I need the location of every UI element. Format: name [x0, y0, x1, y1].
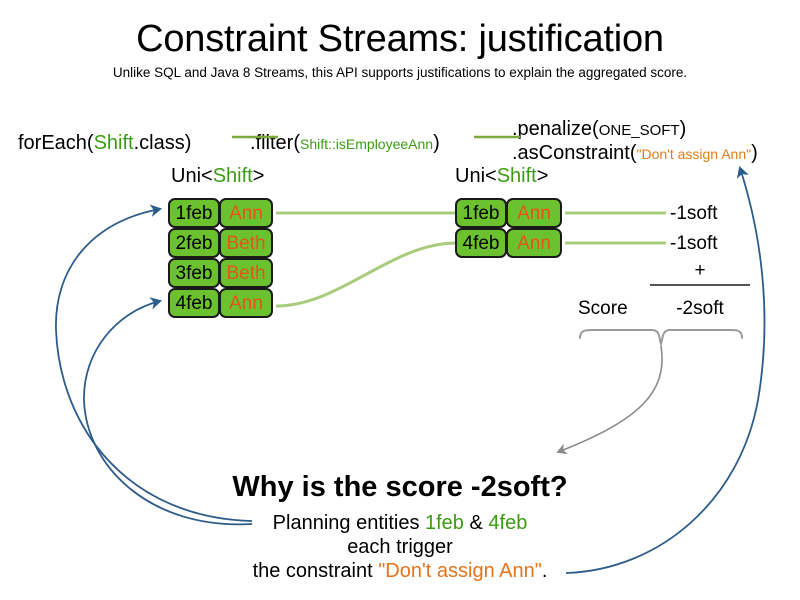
score-label: Score	[578, 298, 628, 319]
tuple-row: 2feb Beth	[168, 228, 273, 258]
uni-left-type: Shift	[212, 165, 253, 187]
code-penalize-arg: ONE_SOFT	[598, 122, 680, 139]
code-as-constraint-arg: "Don't assign Ann"	[636, 146, 752, 162]
tuple-column-right: 1feb Ann 4feb Ann	[455, 198, 562, 258]
code-filter-suffix: )	[433, 132, 440, 154]
score-brace	[579, 329, 743, 348]
code-filter-lambda: Shift::isEmployeeAnn	[300, 136, 434, 152]
page-title: Constraint Streams: justification	[136, 18, 664, 60]
explanation-line3-prefix: the constraint	[252, 560, 379, 582]
uni-left-suffix: >	[252, 165, 265, 187]
tuple-cell-date: 1feb	[455, 198, 507, 228]
code-as-constraint-prefix: .asConstraint(	[512, 142, 637, 164]
explanation-entity-b: 4feb	[488, 512, 528, 534]
tuple-cell-name: Beth	[219, 258, 273, 288]
score-operator: +	[694, 260, 706, 281]
tuple-cell-date: 1feb	[168, 198, 220, 228]
code-as-constraint-suffix: )	[751, 142, 758, 164]
code-foreach-type: Shift	[93, 132, 134, 154]
uni-label-left: Uni<Shift>	[171, 164, 264, 188]
explanation-heading: Why is the score -2soft?	[232, 471, 568, 503]
connector-4feb	[275, 241, 456, 308]
score-total: -2soft	[676, 298, 724, 319]
tuple-cell-name: Ann	[219, 288, 273, 318]
code-foreach-prefix: forEach(	[18, 132, 94, 154]
tuple-column-left: 1feb Ann 2feb Beth 3feb Beth 4feb Ann	[168, 198, 273, 318]
tuple-cell-name: Ann	[506, 198, 562, 228]
tuple-cell-name: Ann	[506, 228, 562, 258]
tuple-cell-name: Beth	[219, 228, 273, 258]
tuple-cell-date: 4feb	[455, 228, 507, 258]
page-subtitle: Unlike SQL and Java 8 Streams, this API …	[112, 65, 688, 80]
code-filter-prefix: .filter(	[250, 132, 300, 154]
explanation-constraint-name: "Don't assign Ann"	[378, 560, 542, 582]
tuple-cell-date: 4feb	[168, 288, 220, 318]
explanation-line1-prefix: Planning entities	[272, 512, 425, 534]
tuple-cell-name: Ann	[219, 198, 273, 228]
tuple-cell-date: 3feb	[168, 258, 220, 288]
tuple-row: 1feb Ann	[168, 198, 273, 228]
explanation-line-1: Planning entities 1feb & 4feb	[150, 511, 650, 535]
code-as-constraint: .asConstraint("Don't assign Ann")	[512, 141, 758, 166]
tuple-row: 1feb Ann	[455, 198, 562, 228]
explanation-line3-suffix: .	[541, 560, 548, 582]
explanation-line-2: each trigger	[347, 536, 453, 558]
tuple-row: 3feb Beth	[168, 258, 273, 288]
uni-right-prefix: Uni<	[455, 165, 497, 187]
explanation-line-3: the constraint "Don't assign Ann".	[150, 559, 650, 583]
code-foreach: forEach(Shift.class)	[18, 131, 191, 155]
code-penalize-prefix: .penalize(	[512, 118, 599, 140]
tuple-row: 4feb Ann	[168, 288, 273, 318]
code-penalize: .penalize(ONE_SOFT)	[512, 117, 686, 143]
brace-to-question-arrow	[556, 345, 663, 455]
score-impact-1: -1soft	[670, 203, 718, 224]
uni-left-prefix: Uni<	[171, 165, 213, 187]
score-sum-rule	[650, 284, 750, 286]
code-penalize-suffix: )	[679, 118, 687, 140]
uni-right-suffix: >	[536, 165, 549, 187]
uni-right-type: Shift	[496, 165, 537, 187]
tuple-cell-date: 2feb	[168, 228, 220, 258]
tuple-row: 4feb Ann	[455, 228, 562, 258]
score-impact-2: -1soft	[670, 233, 718, 254]
code-foreach-suffix: .class)	[133, 132, 192, 154]
explanation-entity-a: 1feb	[425, 512, 464, 534]
explanation-amp: &	[463, 512, 489, 534]
code-filter: .filter(Shift::isEmployeeAnn)	[250, 131, 440, 156]
uni-label-right: Uni<Shift>	[455, 164, 548, 188]
